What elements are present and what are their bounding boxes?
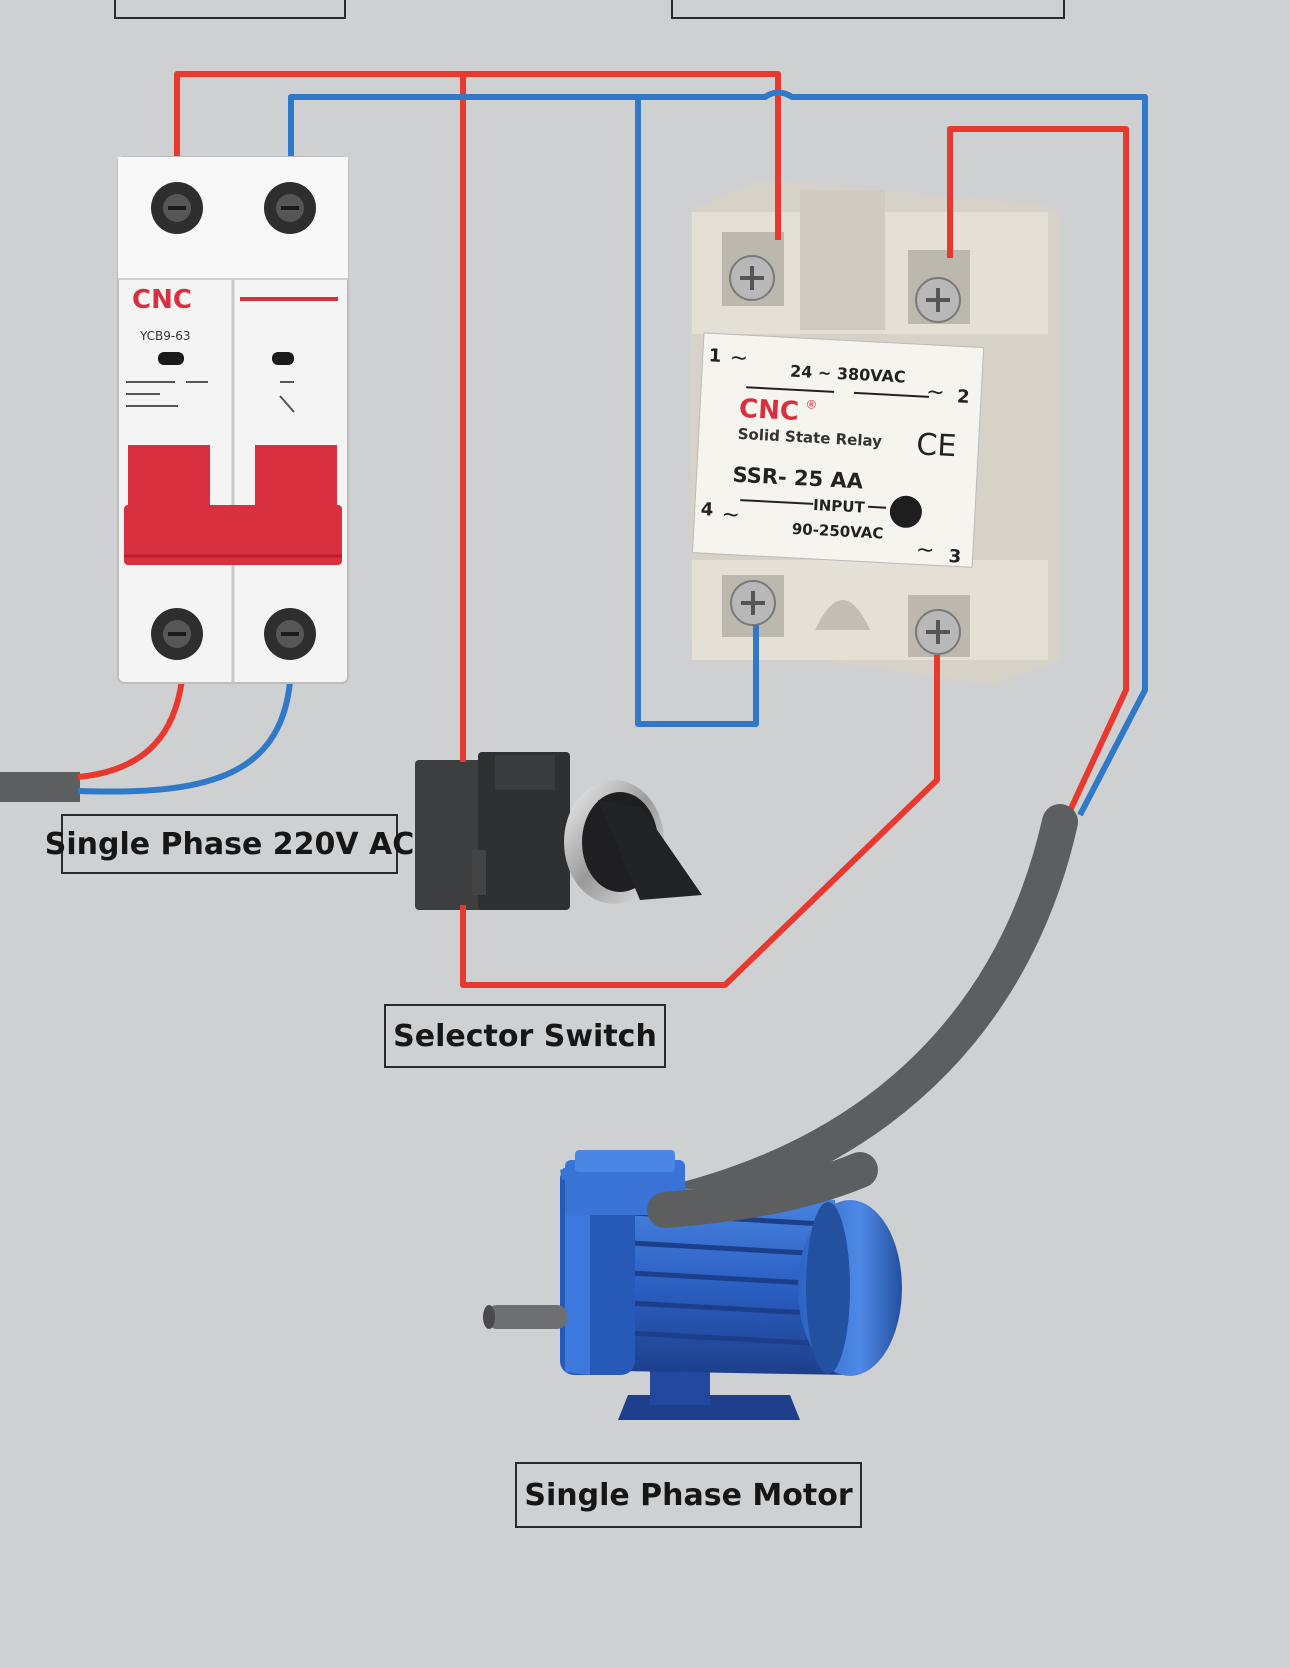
solid-state-relay[interactable]: 1 ~ 24 ~ 380VAC ~ 2 CNC ® Solid State Re… xyxy=(690,180,1060,685)
circuit-breaker[interactable]: CNC YCB9-63 xyxy=(117,156,349,684)
live-wire-top xyxy=(174,71,1129,988)
motor-cable-end xyxy=(647,1152,878,1228)
screw-icon xyxy=(729,255,961,655)
breaker-brand: CNC xyxy=(132,285,192,315)
ssr-input-range: 90-250VAC xyxy=(791,520,883,543)
ce-mark: CE xyxy=(916,427,958,464)
ssr-terminal-2: 2 xyxy=(956,386,970,408)
top-label-box-right xyxy=(671,0,1065,19)
breaker-handle[interactable] xyxy=(124,445,342,565)
supply-cable xyxy=(0,679,293,802)
top-label-box-left xyxy=(114,0,346,19)
label-motor: Single Phase Motor xyxy=(515,1462,862,1528)
selector-switch[interactable] xyxy=(415,752,702,910)
ssr-indicator-led xyxy=(889,495,922,528)
screw-icon xyxy=(151,182,316,660)
label-selector-switch: Selector Switch xyxy=(384,1004,666,1068)
single-phase-motor xyxy=(483,1150,902,1420)
motor-cable xyxy=(647,804,1078,1223)
ssr-tilde-1: ~ xyxy=(729,345,749,371)
breaker-model: YCB9-63 xyxy=(139,329,191,343)
label-supply: Single Phase 220V AC xyxy=(45,814,414,874)
ssr-wire-ends xyxy=(753,180,953,680)
ssr-terminal-4: 4 xyxy=(700,499,714,521)
ssr-input-label: INPUT xyxy=(813,496,866,517)
ssr-brand: CNC xyxy=(738,394,799,427)
ssr-tilde-4: ~ xyxy=(721,502,741,528)
ssr-label-plate: 1 ~ 24 ~ 380VAC ~ 2 CNC ® Solid State Re… xyxy=(691,332,985,568)
ssr-tilde-3: ~ xyxy=(915,537,935,563)
ssr-tilde-2: ~ xyxy=(926,380,946,406)
ssr-terminal-3: 3 xyxy=(948,546,962,568)
neutral-wire-top xyxy=(288,89,1148,817)
breaker-fine-print xyxy=(126,381,295,413)
ssr-registered-mark: ® xyxy=(805,397,818,412)
ssr-terminal-1: 1 xyxy=(708,345,722,367)
